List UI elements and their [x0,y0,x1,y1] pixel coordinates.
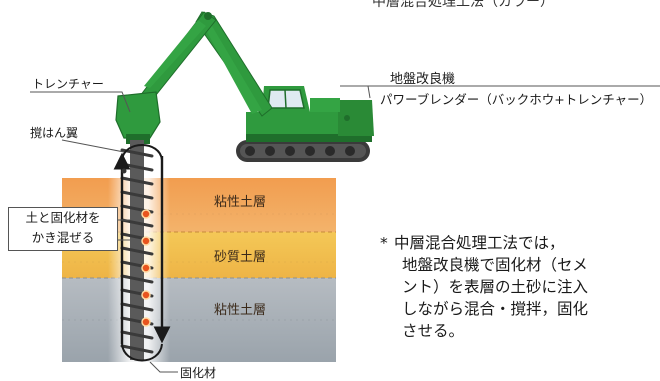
layer-label-clay-top: 粘性土層 [214,195,267,210]
injection-points [141,209,151,327]
soil-block [62,178,336,362]
trencher-label: トレンチャー [32,77,104,91]
note-line-2: 地盤改良機で固化材（セメ [402,256,588,274]
machine-desc-label: パワーブレンダー（バックホウ+トレンチャー） [380,92,653,107]
note-line-1: 中層混合処理工法では， [394,234,565,252]
mixing-callout: 土と固化材を かき混ぜる [8,207,118,251]
method-note: * 中層混合処理工法では， 地盤改良機で固化材（セメ ント）を表層の土砂に注入 … [380,232,658,342]
note-asterisk: * [380,234,388,252]
machine-name-label: 地盤改良機 [390,72,456,87]
mixing-blade-label: 撹はん翼 [30,126,79,140]
hardener-label: 固化材 [180,366,217,380]
trencher-head [115,91,161,139]
circulation-arrows [113,144,171,362]
excavator [115,11,374,162]
note-line-4: しながら混合・撹拌，固化 [402,300,589,318]
layer-label-clay-bottom: 粘性土層 [214,303,267,318]
header-fragment: 中層混合処理工法（カラー） [372,0,554,10]
note-line-3: ント）を表層の土砂に注入 [402,278,589,296]
mixing-callout-line-1: 土と固化材を [25,210,101,225]
leader-lines [30,85,660,373]
mixing-callout-line-2: かき混ぜる [31,230,95,245]
note-line-5: させる。 [402,322,465,340]
mixing-shaft [120,140,154,360]
clay-layer-bottom [62,278,336,362]
layer-label-sand: 砂質土層 [214,250,267,265]
